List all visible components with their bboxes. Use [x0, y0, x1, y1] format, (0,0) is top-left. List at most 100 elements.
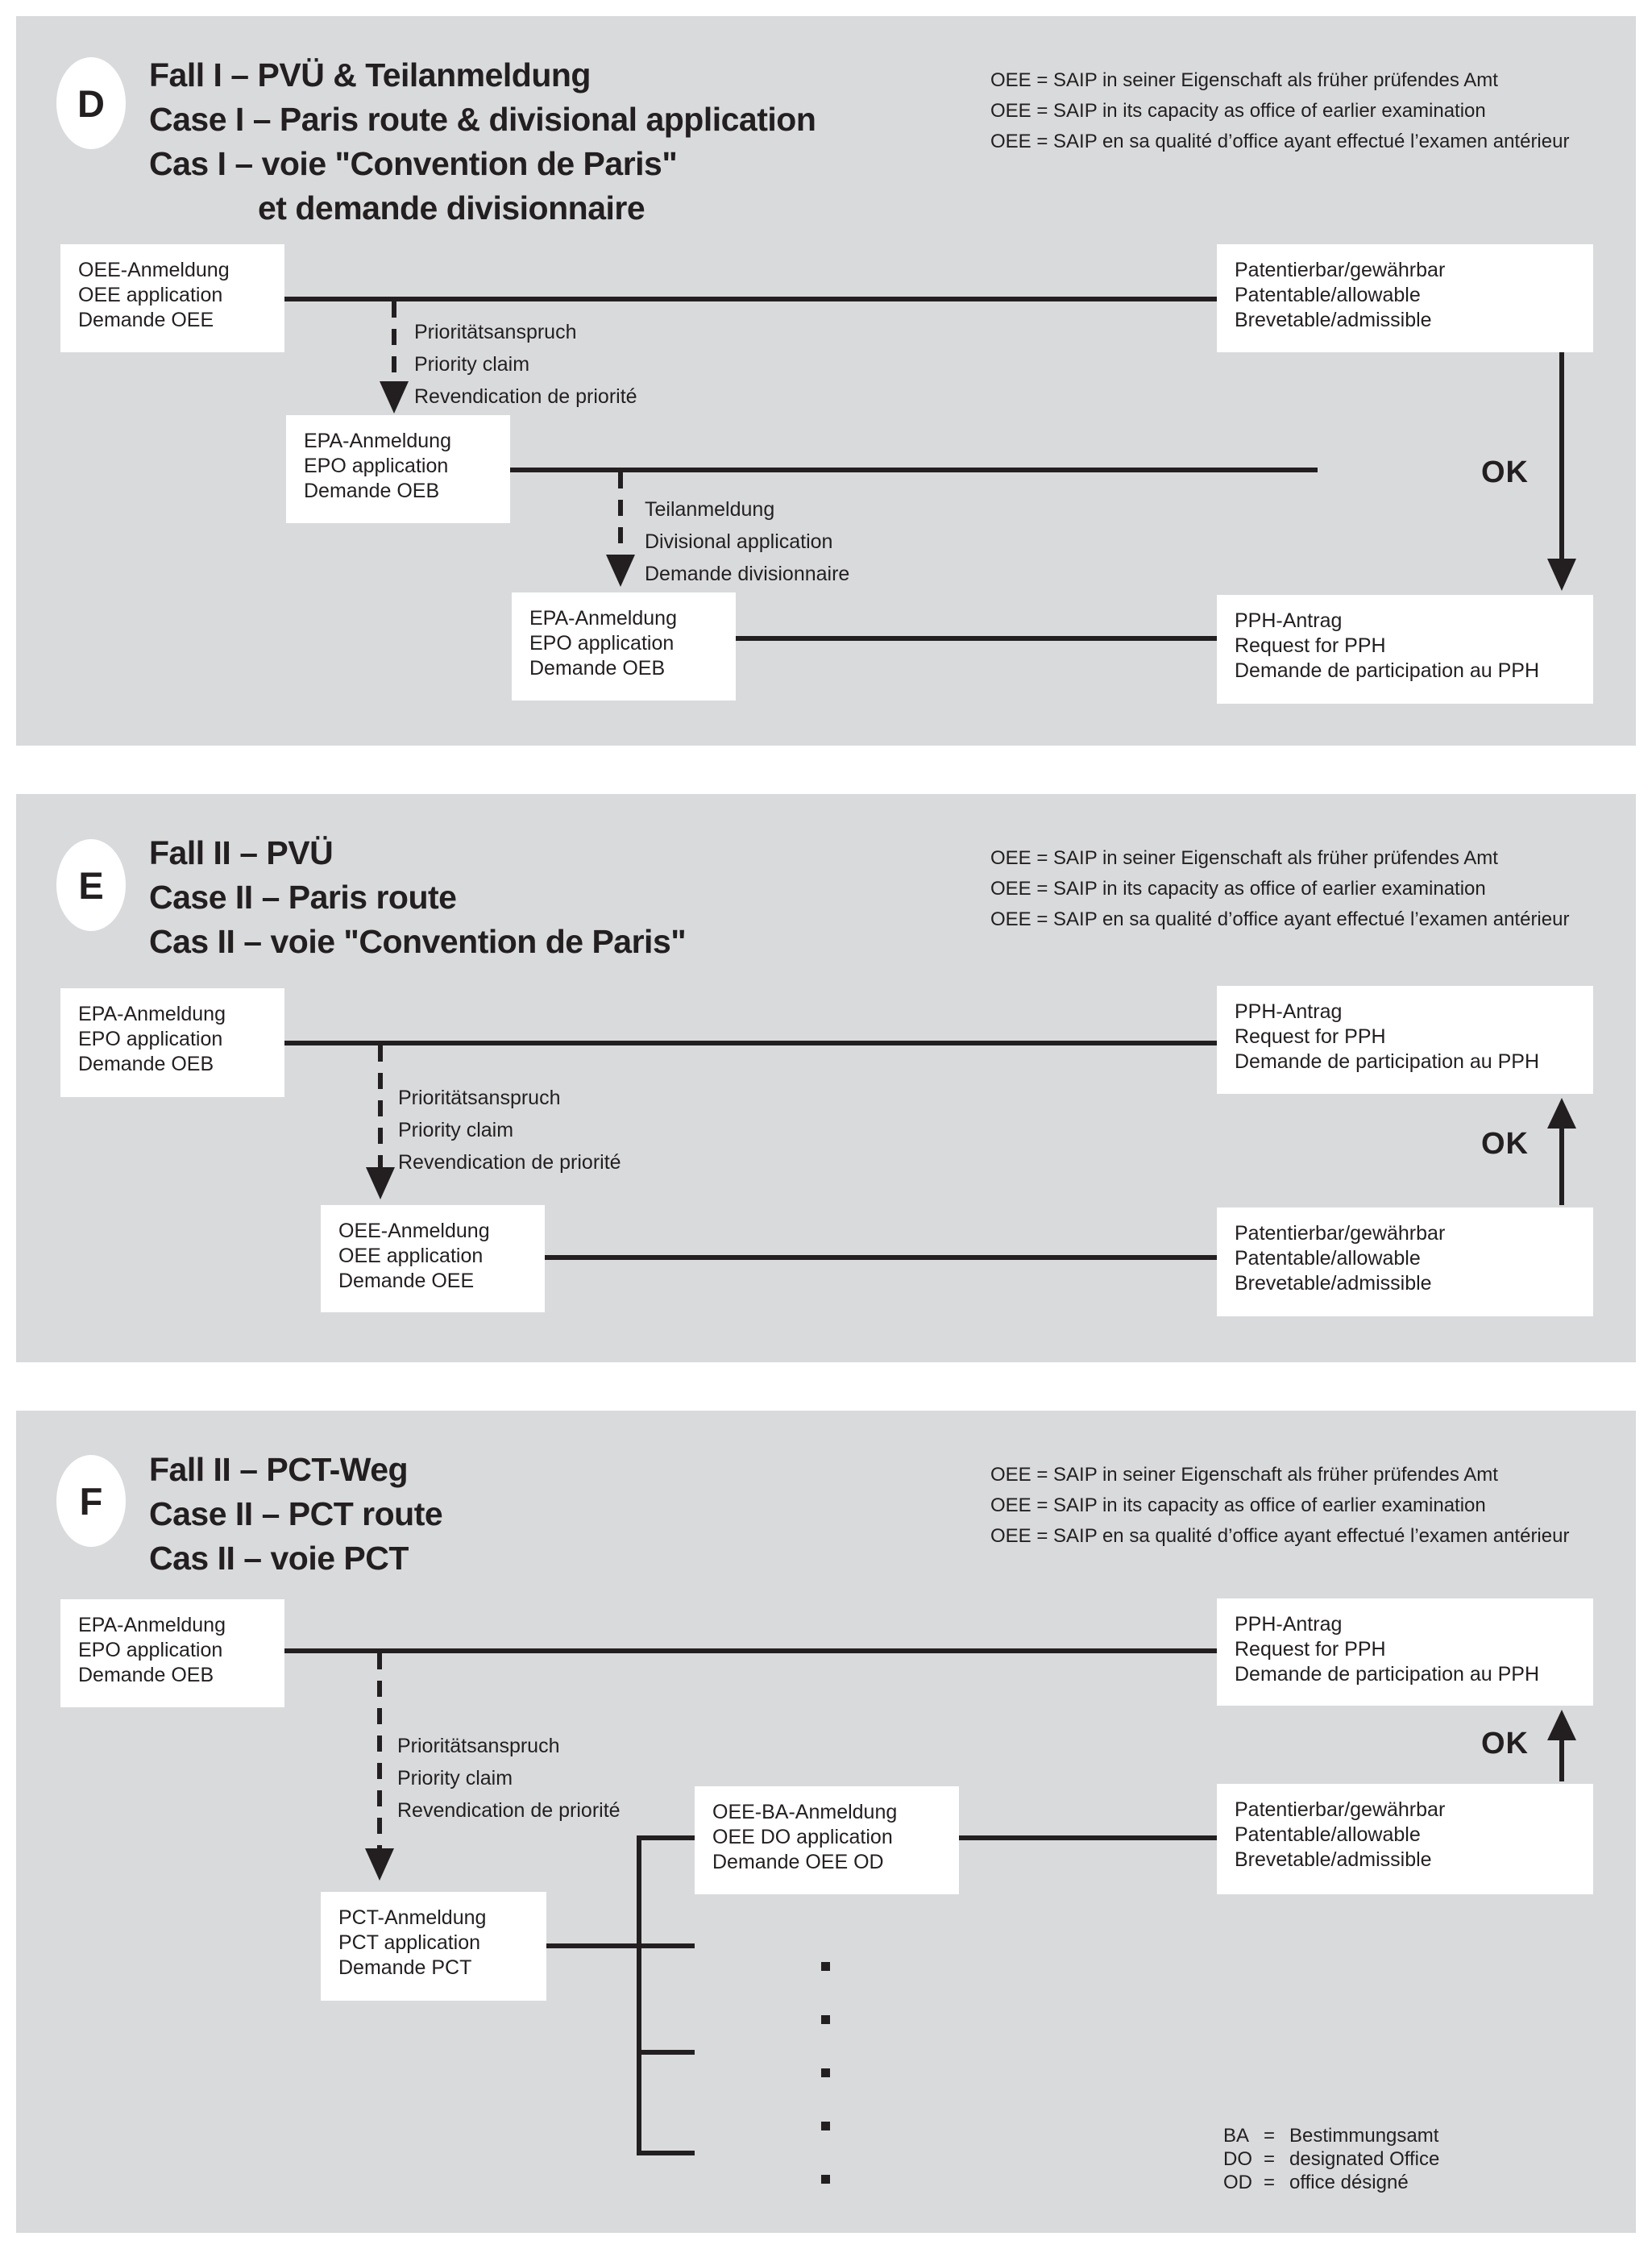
- ok-label: OK: [1481, 1727, 1529, 1760]
- flow-box-label: EPA-Anmeldung: [304, 430, 451, 452]
- flow-box-label: Demande OEE: [338, 1270, 475, 1292]
- oee-legend-line: OEE = SAIP in its capacity as office of …: [990, 878, 1486, 900]
- oee-legend-line: OEE = SAIP en sa qualité d’office ayant …: [990, 131, 1570, 152]
- panel-title-line: Case I – Paris route & divisional applic…: [149, 101, 816, 138]
- flow-box-label: Demande OEB: [78, 1053, 214, 1075]
- arrow-label-line: Prioritätsanspruch: [414, 321, 577, 343]
- oee-legend-line: OEE = SAIP en sa qualité d’office ayant …: [990, 908, 1570, 930]
- branch-trunk-line: [637, 1835, 641, 2155]
- flow-box-label: Patentierbar/gewährbar: [1235, 1222, 1446, 1245]
- equals-sign: =: [1264, 2172, 1276, 2193]
- flow-box-label: EPA-Anmeldung: [78, 1614, 226, 1636]
- arrow-label-line: Teilanmeldung: [645, 498, 775, 521]
- timeline-connector: [546, 1943, 695, 1948]
- abbrev-value: office désigné: [1289, 2172, 1409, 2193]
- flow-box-label: Demande de participation au PPH: [1235, 659, 1540, 682]
- timeline-connector: [639, 2050, 695, 2055]
- flow-box-label: Brevetable/admissible: [1235, 309, 1432, 331]
- flow-box-label: Demande OEB: [78, 1664, 214, 1686]
- continuation-dot: [821, 2015, 830, 2024]
- arrowhead-down-icon: [366, 1167, 395, 1199]
- panel-title-line: Fall II – PCT-Weg: [149, 1451, 409, 1488]
- flow-box-label: OEE-Anmeldung: [78, 259, 230, 281]
- flow-box-label: PPH-Antrag: [1235, 609, 1343, 632]
- panel-title-line: Case II – PCT route: [149, 1495, 443, 1532]
- abbrev-key: BA: [1223, 2125, 1250, 2147]
- panel-title-line: Cas II – voie PCT: [149, 1540, 409, 1577]
- case-letter: F: [79, 1479, 103, 1523]
- panel-title-line: Case II – Paris route: [149, 879, 457, 916]
- arrowhead-up-icon: [1547, 1098, 1576, 1129]
- flow-box-label: PPH-Antrag: [1235, 1613, 1343, 1636]
- continuation-dot: [821, 2122, 830, 2130]
- arrowhead-up-icon: [1547, 1710, 1576, 1740]
- timeline-connector: [284, 297, 1217, 301]
- patentable-to-pph-arrow: [1559, 1737, 1564, 1781]
- arrow-label-line: Revendication de priorité: [414, 385, 637, 408]
- arrow-label-line: Divisional application: [645, 530, 833, 553]
- flow-box-label: PCT application: [338, 1931, 481, 1954]
- flow-box-label: EPO application: [78, 1639, 223, 1661]
- panel-title-line: Fall I – PVÜ & Teilanmeldung: [149, 56, 591, 94]
- flow-box-label: Patentable/allowable: [1235, 284, 1421, 306]
- divisional-application-arrow: [618, 472, 623, 558]
- flow-box-label: Demande OEE OD: [712, 1851, 884, 1873]
- flow-box-label: Brevetable/admissible: [1235, 1272, 1432, 1295]
- equals-sign: =: [1264, 2148, 1276, 2170]
- ok-label: OK: [1481, 1127, 1529, 1161]
- continuation-dot: [821, 1962, 830, 1971]
- arrow-label-line: Revendication de priorité: [398, 1151, 621, 1174]
- abbrev-key: OD: [1223, 2172, 1252, 2193]
- arrowhead-down-icon: [380, 381, 409, 414]
- case-letter: E: [78, 863, 104, 907]
- panel-title-line: Cas I – voie "Convention de Paris": [149, 145, 678, 182]
- flow-box-label: Demande OEE: [78, 309, 214, 331]
- arrowhead-down-icon: [1547, 559, 1576, 591]
- continuation-dot: [821, 2068, 830, 2077]
- oee-legend-line: OEE = SAIP in its capacity as office of …: [990, 1494, 1486, 1516]
- arrow-label-line: Priority claim: [398, 1119, 514, 1141]
- priority-claim-arrow: [392, 301, 396, 385]
- patentable-to-pph-arrow: [1559, 352, 1564, 562]
- timeline-connector: [284, 1648, 1217, 1653]
- abbrev-value: Bestimmungsamt: [1289, 2125, 1439, 2147]
- arrow-label-line: Demande divisionnaire: [645, 563, 850, 585]
- flow-box-label: Patentierbar/gewährbar: [1235, 1798, 1446, 1821]
- timeline-connector: [959, 1835, 1217, 1840]
- case-bubble-d: D: [56, 57, 126, 149]
- timeline-connector: [510, 468, 1318, 472]
- flow-box-label: OEE DO application: [712, 1826, 893, 1848]
- arrow-label-line: Priority claim: [414, 353, 530, 376]
- flow-box-label: OEE application: [78, 284, 223, 306]
- flow-box-label: OEE-BA-Anmeldung: [712, 1801, 898, 1823]
- abbrev-value: designated Office: [1289, 2148, 1440, 2170]
- flow-box-label: Demande OEB: [529, 657, 666, 680]
- timeline-connector: [639, 1835, 695, 1840]
- abbrev-legend-row: DO=designated Office: [1223, 2148, 1439, 2171]
- arrow-label-line: Priority claim: [397, 1767, 513, 1790]
- flow-box-label: PPH-Antrag: [1235, 1000, 1343, 1023]
- flow-box-label: EPO application: [529, 632, 674, 655]
- abbrev-legend-row: OD = office désigné: [1223, 2172, 1409, 2194]
- oee-legend-line: OEE = SAIP in seiner Eigenschaft als frü…: [990, 1464, 1498, 1486]
- panel-title-line: Fall II – PVÜ: [149, 834, 334, 871]
- case-letter: D: [77, 81, 105, 125]
- oee-legend-line: OEE = SAIP in seiner Eigenschaft als frü…: [990, 69, 1498, 91]
- timeline-connector: [545, 1255, 1217, 1260]
- timeline-connector: [284, 1041, 1217, 1045]
- flow-box-label: OEE-Anmeldung: [338, 1220, 490, 1242]
